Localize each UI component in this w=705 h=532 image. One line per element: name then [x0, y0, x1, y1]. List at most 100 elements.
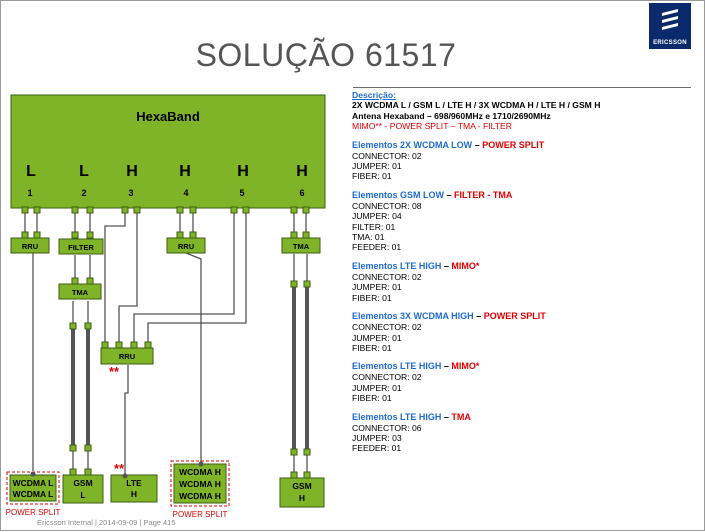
- section-2x-wcdma-low: Elementos 2X WCDMA LOW – POWER SPLIT CON…: [352, 140, 697, 182]
- wcdma-h-box: [173, 463, 227, 504]
- section-sep: –: [472, 139, 483, 150]
- wcdma-h-node: [198, 461, 204, 467]
- section-sep: –: [441, 260, 452, 271]
- section-line: CONNECTOR: 02: [352, 322, 422, 333]
- port-band-4: H: [179, 163, 191, 180]
- section-tag: FILTER - TMA: [454, 189, 513, 200]
- section-line: TMA: 01: [352, 232, 385, 243]
- rru-4-port-a: [176, 231, 184, 239]
- section-line: JUMPER: 01: [352, 332, 402, 343]
- section-line: FIBER: 01: [352, 393, 392, 404]
- port-num-5: 5: [239, 188, 244, 198]
- description-line-2: Antena Hexaband – 698/960MHz e 1710/2690…: [352, 110, 551, 121]
- lte-h-box: [110, 474, 158, 503]
- tma-low-port-a: [71, 277, 79, 285]
- section-lte-high-mimo-a: Elementos LTE HIGH – MIMO* CONNECTOR: 02…: [352, 261, 697, 303]
- section-name: Elementos GSM LOW: [352, 189, 445, 200]
- description-line-1: 2X WCDMA L / GSM L / LTE H / 3X WCDMA H …: [352, 100, 601, 111]
- port-band-3: H: [126, 163, 138, 180]
- description-line-3: MIMO** - POWER SPLIT – TMA - FILTER: [352, 121, 512, 132]
- gsm-h-line-2: H: [299, 493, 305, 503]
- port-band-1: L: [26, 163, 36, 180]
- section-line: JUMPER: 01: [352, 382, 402, 393]
- gsm-h-line-1: GSM: [292, 481, 311, 491]
- section-name: Elementos 3X WCDMA HIGH: [352, 311, 474, 322]
- section-sep: –: [473, 311, 484, 322]
- port-band-6: H: [296, 163, 308, 180]
- logo-text: ERICSSON: [653, 40, 687, 46]
- section-lte-high-tma: Elementos LTE HIGH – TMA CONNECTOR: 06 J…: [352, 412, 697, 454]
- rru-1: [10, 237, 50, 254]
- gsm-h-port-a: [290, 471, 298, 479]
- tma-low-port-b: [86, 277, 94, 285]
- section-line: CONNECTOR: 02: [352, 271, 422, 282]
- power-split-left-label: POWER SPLIT: [6, 508, 61, 517]
- feeder-cables: [71, 286, 309, 450]
- title-divider: [353, 87, 691, 88]
- rru-mid-label: RRU: [119, 352, 135, 361]
- section-name: Elementos LTE HIGH: [352, 411, 442, 422]
- section-tag: TMA: [451, 411, 471, 422]
- wcdma-l-line-2: WCDMA L: [13, 489, 54, 499]
- ericsson-logo-icon: [662, 9, 678, 30]
- wcdma-h-line-3: WCDMA H: [179, 491, 221, 501]
- antenna-ports: L L H H H H 1 2 3 4 5 6: [26, 163, 308, 198]
- gsm-l-line-1: GSM: [73, 478, 92, 488]
- gsm-l-box: [62, 474, 104, 504]
- rru-mid-port-a: [101, 341, 109, 349]
- section-tag: POWER SPLIT: [483, 311, 546, 322]
- tma-low-label: TMA: [72, 288, 89, 297]
- section-sep: –: [444, 189, 455, 200]
- section-line: CONNECTOR: 02: [352, 372, 422, 383]
- power-split-right-label: POWER SPLIT: [173, 510, 228, 519]
- section-title: Elementos LTE HIGH – TMA: [352, 412, 697, 423]
- power-split-right-frame: [170, 460, 230, 507]
- lte-h-node: [122, 473, 128, 479]
- filter-label: FILTER: [68, 243, 94, 252]
- jumper-cables: [24, 213, 308, 477]
- description-heading: Descrição:: [352, 90, 396, 100]
- hexaband-antenna: [10, 94, 326, 209]
- gsm-l-port-a: [69, 468, 77, 476]
- section-line: JUMPER: 04: [352, 211, 402, 222]
- rru-4-label: RRU: [178, 242, 194, 251]
- rru-1-label: RRU: [22, 242, 38, 251]
- lte-h-line-2: H: [131, 489, 137, 499]
- filter-port-a: [71, 231, 79, 239]
- feeder-connectors: [69, 280, 311, 456]
- gsm-h-box: [279, 477, 325, 508]
- section-name: Elementos LTE HIGH: [352, 361, 442, 372]
- section-line: FEEDER: 01: [352, 443, 402, 454]
- section-title: Elementos 2X WCDMA LOW – POWER SPLIT: [352, 140, 697, 151]
- wcdma-h-line-1: WCDMA H: [179, 467, 221, 477]
- section-line: CONNECTOR: 06: [352, 422, 422, 433]
- section-tag: POWER SPLIT: [482, 139, 545, 150]
- section-tag: MIMO*: [451, 260, 480, 271]
- rru-4-port-b: [189, 231, 197, 239]
- hexaband-label: HexaBand: [136, 109, 200, 124]
- gsm-l-line-2: L: [80, 490, 85, 500]
- section-line: FILTER: 01: [352, 221, 396, 232]
- section-title: Elementos LTE HIGH – MIMO*: [352, 261, 697, 272]
- port-band-5: H: [237, 163, 249, 180]
- rru-4: [166, 237, 206, 254]
- wcdma-l-line-1: WCDMA L: [13, 478, 54, 488]
- page-title: SOLUÇÃO 61517: [195, 37, 457, 73]
- section-tag: MIMO*: [451, 361, 480, 372]
- mimo-marker-lte: **: [114, 461, 125, 476]
- section-line: CONNECTOR: 08: [352, 200, 422, 211]
- description-panel: Descrição: 2X WCDMA L / GSM L / LTE H / …: [352, 90, 697, 454]
- footer: Ericsson Internal | 2014-09-09 | Page 41…: [37, 518, 176, 527]
- section-sep: –: [441, 361, 452, 372]
- section-line: JUMPER: 01: [352, 282, 402, 293]
- section-line: FIBER: 01: [352, 342, 392, 353]
- section-lte-high-mimo-b: Elementos LTE HIGH – MIMO* CONNECTOR: 02…: [352, 361, 697, 403]
- section-title: Elementos LTE HIGH – MIMO*: [352, 361, 697, 372]
- gsm-l-port-b: [84, 468, 92, 476]
- ericsson-logo: ERICSSON: [649, 3, 691, 49]
- section-name: Elementos 2X WCDMA LOW: [352, 139, 473, 150]
- lte-h-line-1: LTE: [126, 478, 142, 488]
- section-title: Elementos GSM LOW – FILTER - TMA: [352, 190, 697, 201]
- port-num-3: 3: [128, 188, 133, 198]
